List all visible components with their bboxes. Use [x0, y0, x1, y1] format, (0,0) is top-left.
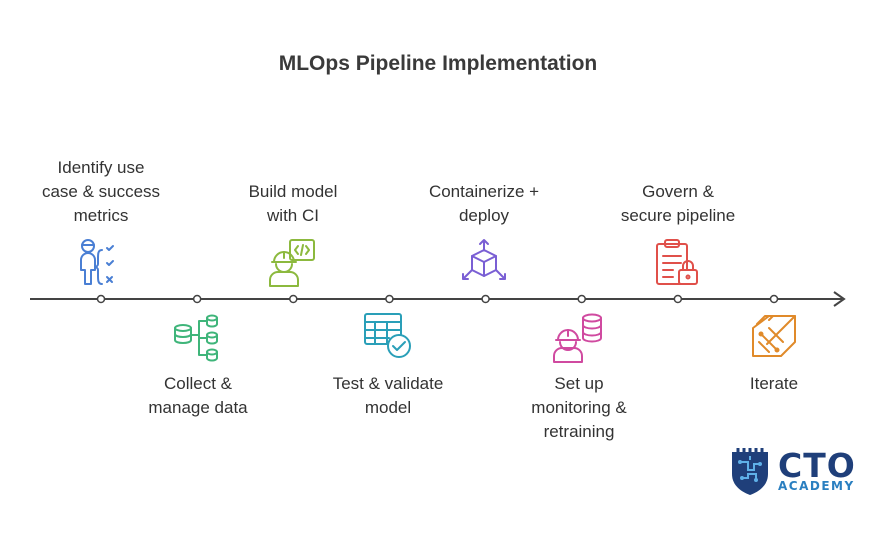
logo-academy-text: ACADEMY: [778, 479, 855, 493]
step-6-label: Set up monitoring & retraining: [531, 374, 627, 441]
step-3-label: Build model with CI: [248, 182, 338, 225]
step-4-label: Test & validate model: [332, 374, 444, 417]
logo-cto-text: CTO: [778, 446, 856, 485]
timeline-node-8: [769, 294, 779, 304]
timeline-node-7: [673, 294, 683, 304]
engineer-database-icon: [553, 313, 602, 363]
step-8-label: Iterate: [749, 374, 799, 393]
step-1-label: Identify use case & success metrics: [41, 158, 161, 225]
page-title: MLOps Pipeline Implementation: [278, 52, 598, 75]
shield-logo-icon: [732, 448, 768, 495]
timeline-node-1: [96, 294, 106, 304]
step-7-label: Govern & secure pipeline: [620, 182, 736, 225]
timeline-node-6: [577, 294, 586, 304]
cube-arrows-icon: [462, 239, 506, 280]
person-checklist-icon: [80, 239, 114, 285]
timeline-arrowhead: [833, 291, 846, 307]
database-tree-icon: [174, 314, 218, 362]
iterate-arrow-icon: [752, 315, 796, 357]
table-check-icon: [364, 313, 411, 358]
engineer-code-icon: [269, 239, 315, 287]
timeline-node-3: [289, 294, 298, 304]
step-2-label: Collect & manage data: [148, 374, 248, 417]
timeline-node-5: [481, 294, 490, 304]
clipboard-lock-icon: [656, 239, 698, 285]
timeline-node-4: [385, 294, 394, 304]
step-5-label: Containerize + deploy: [428, 182, 540, 225]
cto-academy-logo: CTO ACADEMY: [728, 446, 858, 496]
timeline-node-2: [192, 294, 202, 304]
